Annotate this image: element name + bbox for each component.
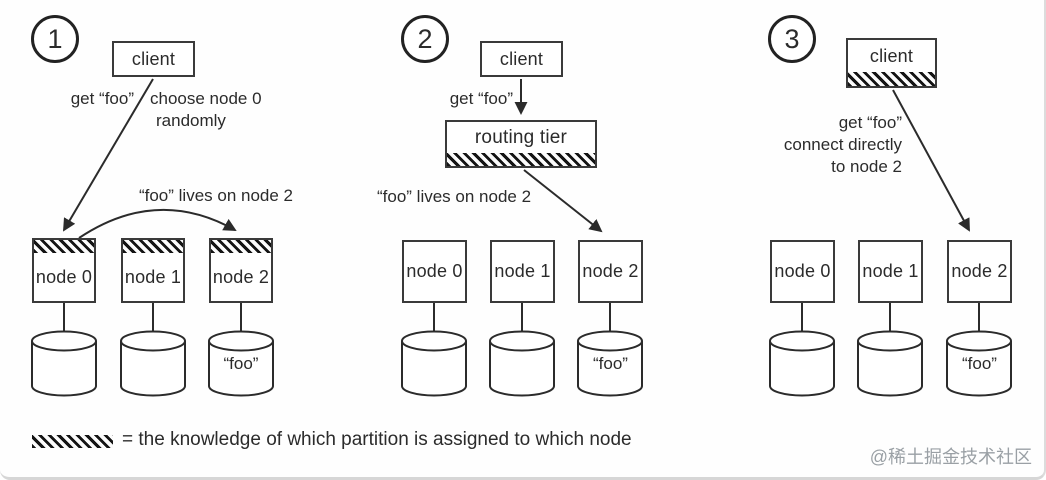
node-box-2-0: node 0 [402,240,467,303]
routing-tier-label: routing tier [474,126,568,148]
node-box-1-2: node 2 [209,238,273,303]
node-label: node 1 [494,261,551,281]
connect-note-line1: get “foo” [838,113,902,132]
node-label: node 2 [582,261,639,281]
partition-hatch-icon [211,240,271,253]
node-label: node 0 [406,261,463,281]
partition-hatch-icon [848,72,935,86]
client-box-2: client [480,41,563,77]
arrow-routing-tier-to-node2 [523,169,603,233]
node-label: node 1 [862,261,919,281]
node-box-1-1: node 1 [121,238,185,303]
node-box-2-2: node 2 [578,240,643,303]
step-badge-3: 3 [768,15,816,63]
node-box-1-0: node 0 [32,238,96,303]
choose-note-line1: choose node 0 [150,89,262,108]
arrow-client-direct-to-node2 [892,89,970,232]
node-label: node 2 [212,266,270,287]
hatch-legend-swatch-icon [32,435,113,448]
node-box-2-1: node 1 [490,240,555,303]
node-box-3-1: node 1 [858,240,923,303]
foo-data-label-2: “foo” [593,354,628,373]
watermark: @稀土掘金技术社区 [869,447,1032,467]
node-disk-connectors [63,303,980,340]
client-label: client [869,45,914,66]
node-label: node 0 [774,261,831,281]
connect-note-line2: connect directly [783,135,902,154]
step-badge-1: 1 [31,15,79,63]
partition-hatch-icon [123,240,183,253]
step-badge-2: 2 [401,15,449,63]
get-foo-label-2: get “foo” [449,89,513,108]
node-box-3-2: node 2 [947,240,1012,303]
arc-node0-to-node2 [78,208,237,239]
step-number: 3 [784,23,800,54]
choose-note-line2: randomly [156,111,226,130]
node-box-3-0: node 0 [770,240,835,303]
step-number: 1 [47,23,63,54]
get-foo-label-1: get “foo” [70,89,134,108]
node-label: node 0 [35,266,93,287]
client-label: client [131,48,176,69]
partition-hatch-icon [447,153,595,166]
foo-data-label-3: “foo” [962,354,997,373]
partition-hatch-icon [34,240,94,253]
node-label: node 1 [124,266,182,287]
foo-data-label-1: “foo” [223,354,259,373]
node-label: node 2 [951,261,1008,281]
client-box-3: client [846,38,937,88]
routing-tier-box: routing tier [445,120,597,168]
foo-lives-label-2: “foo” lives on node 2 [377,187,532,206]
connect-note-line3: to node 2 [831,157,902,176]
client-label: client [499,48,544,69]
client-box-1: client [112,41,195,77]
step-number: 2 [417,23,433,54]
connect-directly-note: get “foo” connect directly to node 2 [752,112,902,178]
legend-text: = the knowledge of which partition is as… [122,429,632,450]
foo-lives-arc-label: “foo” lives on node 2 [138,186,294,205]
database-cylinders [31,330,1012,397]
choose-node-note: choose node 0 randomly [150,88,262,132]
